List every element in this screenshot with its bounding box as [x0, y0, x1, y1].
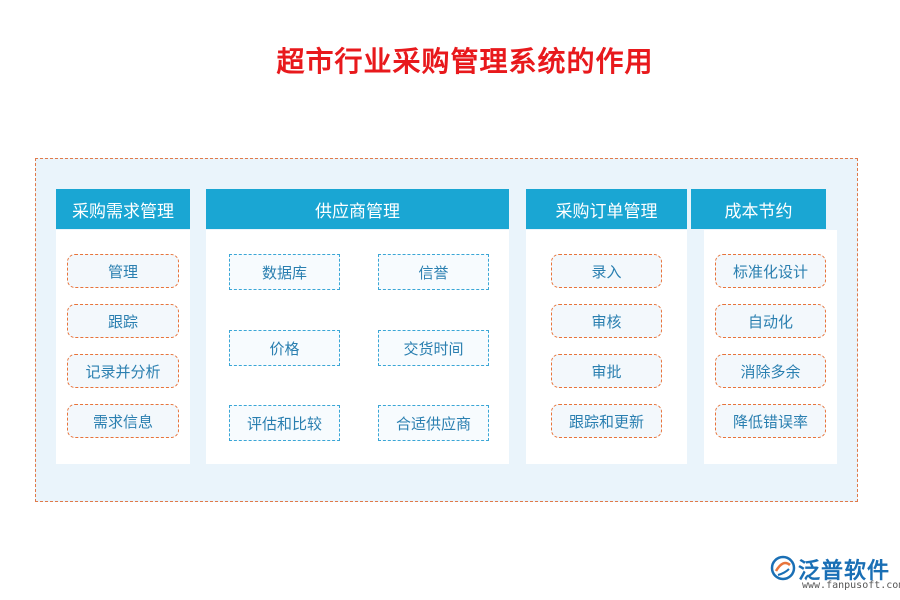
diagram-title: 超市行业采购管理系统的作用: [276, 45, 654, 78]
supplier-item: 信誉: [378, 254, 489, 290]
supplier-item: 交货时间: [378, 330, 489, 366]
cost-item: 自动化: [715, 304, 826, 338]
column-order-header: 采购订单管理: [526, 189, 687, 229]
supplier-item: 合适供应商: [378, 405, 489, 441]
demand-item: 记录并分析: [67, 354, 179, 388]
supplier-item: 价格: [229, 330, 340, 366]
supplier-item: 评估和比较: [229, 405, 340, 441]
order-item: 审批: [551, 354, 662, 388]
fanpu-logo-icon: [770, 555, 796, 581]
cost-item: 消除多余: [715, 354, 826, 388]
demand-item: 需求信息: [67, 404, 179, 438]
demand-item: 管理: [67, 254, 179, 288]
column-supplier-header: 供应商管理: [206, 189, 509, 229]
order-item: 跟踪和更新: [551, 404, 662, 438]
brand-logo: 泛普软件 www.fanpusoft.com: [770, 553, 900, 595]
order-item: 审核: [551, 304, 662, 338]
cost-item: 标准化设计: [715, 254, 826, 288]
column-demand-header: 采购需求管理: [56, 189, 190, 229]
column-cost-header: 成本节约: [691, 189, 826, 229]
order-item: 录入: [551, 254, 662, 288]
demand-item: 跟踪: [67, 304, 179, 338]
supplier-item: 数据库: [229, 254, 340, 290]
logo-url: www.fanpusoft.com: [802, 580, 900, 591]
cost-item: 降低错误率: [715, 404, 826, 438]
logo-name: 泛普软件: [798, 559, 891, 584]
